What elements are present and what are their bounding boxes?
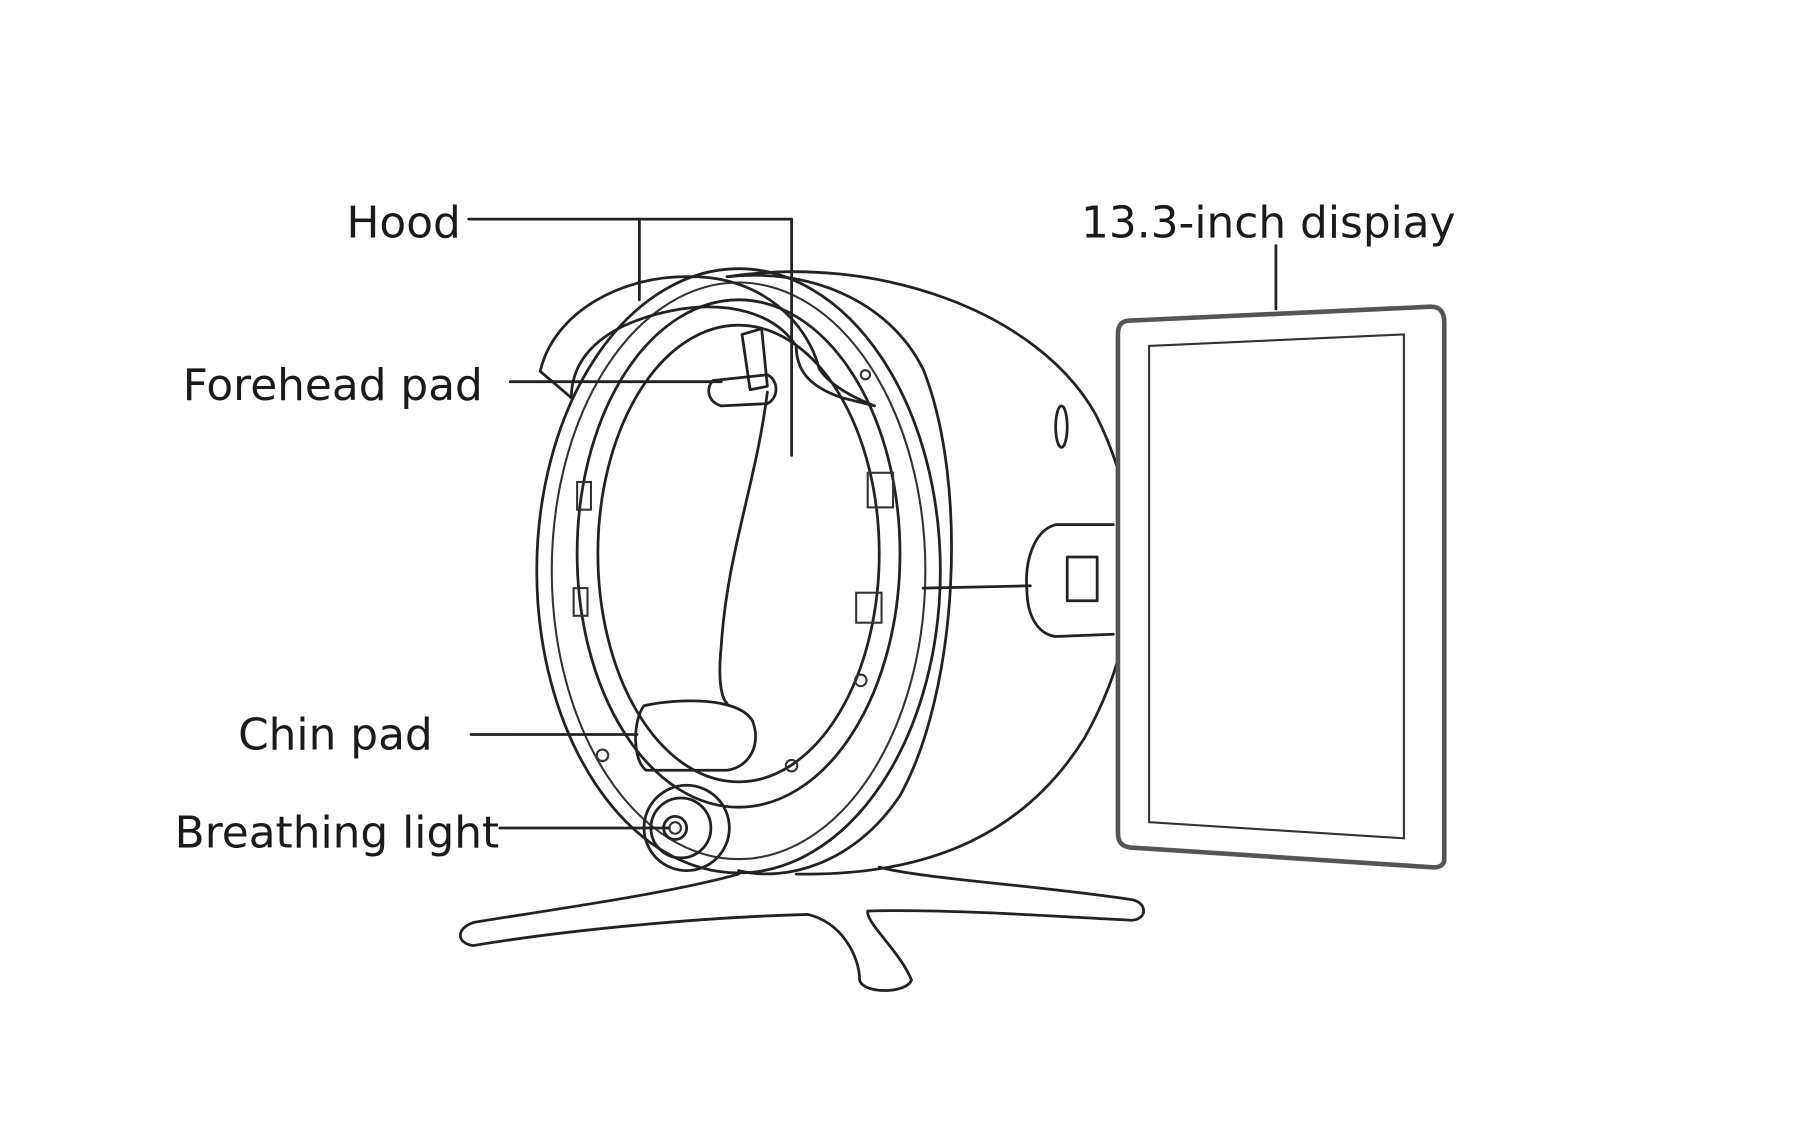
label-display: 13.3-inch dispiay — [1081, 198, 1456, 249]
stand — [459, 865, 1145, 992]
chin-pad — [634, 699, 757, 772]
forehead-pad — [707, 327, 778, 705]
label-chin-pad: Chin pad — [238, 710, 433, 761]
hood — [538, 275, 877, 408]
display-13-3-inch — [1115, 304, 1447, 870]
label-hood: Hood — [346, 198, 460, 249]
leader-lines — [467, 217, 1278, 830]
label-forehead-pad: Forehead pad — [183, 360, 483, 411]
label-breathing-light: Breathing light — [175, 808, 500, 859]
device-body — [535, 267, 1134, 876]
